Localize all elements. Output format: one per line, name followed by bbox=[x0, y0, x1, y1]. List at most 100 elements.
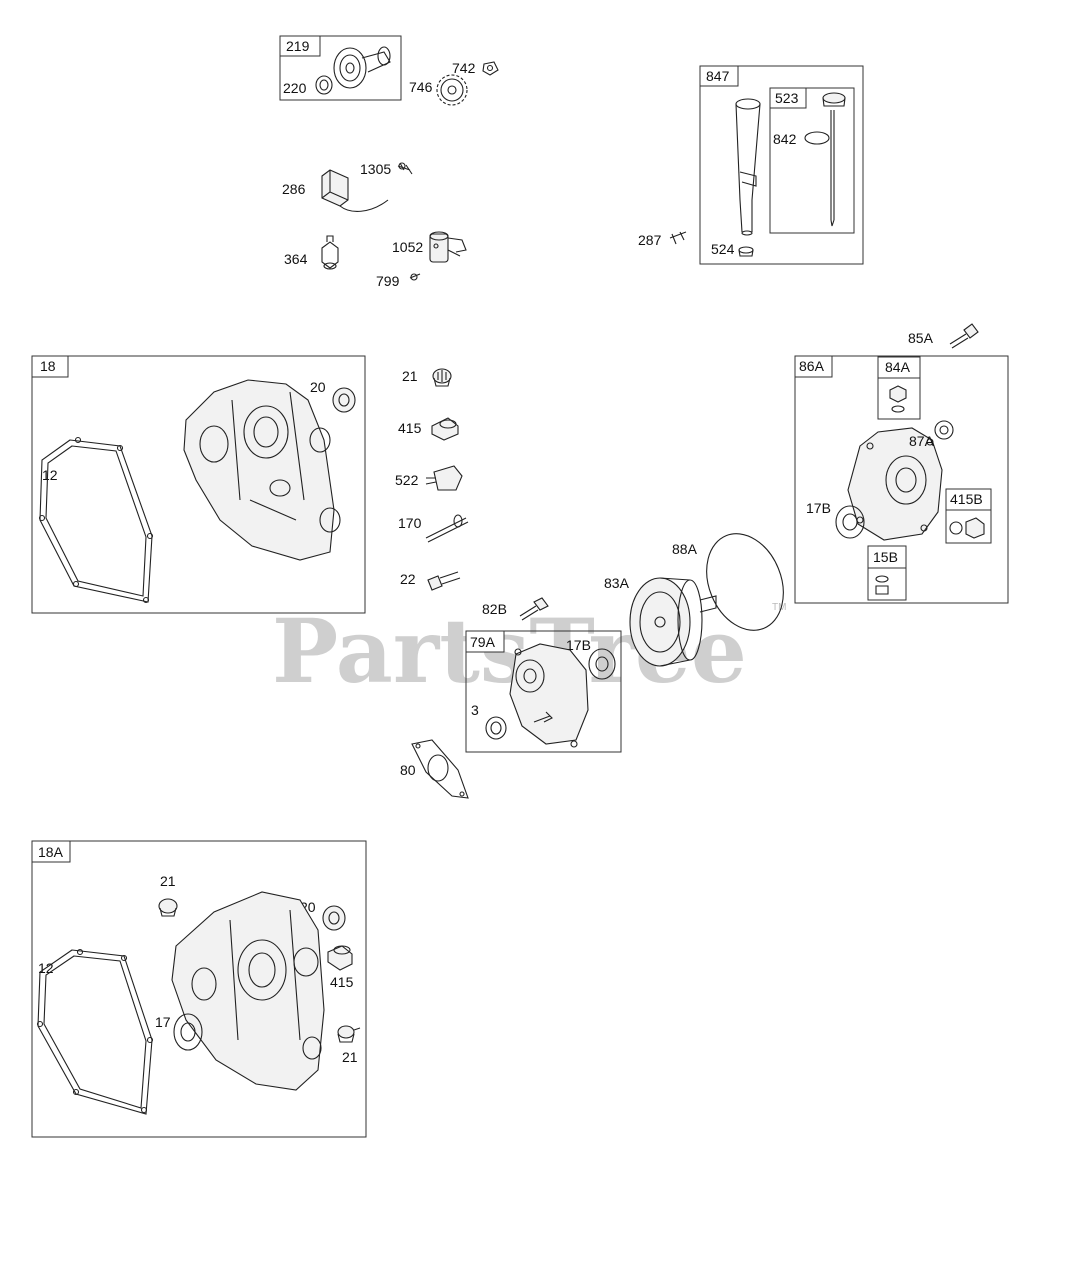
label-170: 170 bbox=[398, 515, 422, 531]
part-88A-gasket-ring[interactable] bbox=[693, 522, 797, 642]
part-3-seal[interactable] bbox=[485, 716, 507, 740]
box-79A-frame bbox=[465, 630, 622, 753]
part-80-gasket[interactable] bbox=[411, 739, 469, 799]
label-799: 799 bbox=[376, 273, 400, 289]
part-20-seal-b[interactable] bbox=[322, 905, 346, 931]
label-286: 286 bbox=[282, 181, 306, 197]
label-22: 22 bbox=[400, 571, 416, 587]
box-86A-label: 86A bbox=[799, 358, 825, 374]
part-18-crankcase[interactable] bbox=[183, 379, 341, 561]
label-21-b: 21 bbox=[160, 873, 176, 889]
box-18-label: 18 bbox=[40, 358, 56, 374]
box-523-tag bbox=[769, 87, 807, 109]
label-85A: 85A bbox=[908, 330, 934, 346]
part-84A-plug[interactable] bbox=[889, 385, 907, 413]
part-82B-bolt[interactable] bbox=[519, 597, 549, 621]
part-79A-cover[interactable] bbox=[509, 643, 589, 748]
label-415-b: 415 bbox=[330, 974, 354, 990]
part-287-screw[interactable] bbox=[669, 231, 687, 245]
label-21-c: 21 bbox=[342, 1049, 358, 1065]
box-415B-tag bbox=[945, 488, 992, 511]
part-21-valve-c[interactable] bbox=[337, 1025, 361, 1043]
part-842-o-ring[interactable] bbox=[804, 131, 830, 145]
part-87A-seal[interactable] bbox=[934, 420, 954, 440]
box-219-frame bbox=[279, 35, 402, 101]
label-82B: 82B bbox=[482, 601, 507, 617]
part-219-gear[interactable] bbox=[333, 46, 391, 89]
group-219[interactable]: 219 220 bbox=[279, 35, 402, 101]
label-1305: 1305 bbox=[360, 161, 391, 177]
part-85A-bolt[interactable] bbox=[949, 323, 979, 349]
part-20-seal-a[interactable] bbox=[332, 387, 356, 413]
part-524-grommet[interactable] bbox=[738, 246, 754, 257]
part-523-dipstick[interactable] bbox=[822, 92, 846, 227]
part-1305-screw[interactable] bbox=[397, 162, 413, 175]
part-22-bolt[interactable] bbox=[427, 571, 461, 591]
part-17-bearing[interactable] bbox=[173, 1013, 203, 1051]
part-18A-crankcase[interactable] bbox=[171, 891, 325, 1091]
box-15B-label: 15B bbox=[873, 549, 898, 565]
box-15B-tag bbox=[867, 545, 907, 569]
label-88A: 88A bbox=[672, 541, 698, 557]
box-219-tag bbox=[279, 35, 321, 57]
box-86A-tag bbox=[794, 355, 833, 378]
label-17: 17 bbox=[155, 1014, 171, 1030]
label-522: 522 bbox=[395, 472, 419, 488]
group-79A[interactable]: 79A 17B 3 bbox=[465, 630, 622, 753]
part-12-gasket-a[interactable] bbox=[38, 436, 154, 604]
part-17B-bearing-b[interactable] bbox=[588, 648, 616, 680]
part-415B-plug[interactable] bbox=[949, 517, 985, 539]
part-86A-cover[interactable] bbox=[847, 427, 943, 541]
part-746-gear[interactable] bbox=[436, 74, 468, 106]
label-220: 220 bbox=[283, 80, 307, 96]
box-847-label: 847 bbox=[706, 68, 730, 84]
box-18A-frame bbox=[31, 840, 367, 1138]
part-170-stud[interactable] bbox=[425, 514, 469, 543]
label-524: 524 bbox=[711, 241, 735, 257]
part-799-screw[interactable] bbox=[409, 273, 421, 281]
group-86A[interactable]: 86A 84A 87A 17B 415B bbox=[794, 355, 1009, 604]
part-17B-bearing-a[interactable] bbox=[835, 505, 865, 539]
label-287: 287 bbox=[638, 232, 662, 248]
box-18A-tag bbox=[31, 840, 71, 863]
watermark-trademark: TM bbox=[772, 602, 786, 613]
part-742-nut[interactable] bbox=[482, 61, 499, 76]
box-79A-tag bbox=[465, 630, 505, 653]
group-18[interactable]: 18 12 20 bbox=[31, 355, 366, 614]
box-847-tag bbox=[699, 65, 739, 87]
box-219-label: 219 bbox=[286, 38, 310, 54]
part-286-bracket[interactable] bbox=[321, 169, 389, 212]
label-20-a: 20 bbox=[310, 379, 326, 395]
part-847-dipstick-tube[interactable] bbox=[735, 98, 761, 236]
part-21-valve-b[interactable] bbox=[158, 898, 178, 917]
label-842: 842 bbox=[773, 131, 797, 147]
label-17B-b: 17B bbox=[566, 637, 591, 653]
part-415-plug-b[interactable] bbox=[327, 945, 353, 971]
part-15B-fitting[interactable] bbox=[875, 575, 889, 595]
part-83A-drum[interactable] bbox=[629, 577, 717, 667]
box-415B-label: 415B bbox=[950, 491, 983, 507]
label-12-a: 12 bbox=[42, 467, 58, 483]
box-523-frame bbox=[769, 87, 855, 234]
label-87A: 87A bbox=[909, 433, 935, 449]
box-18-tag bbox=[31, 355, 69, 378]
group-847[interactable]: 847 524 523 842 bbox=[699, 65, 864, 265]
part-220-washer[interactable] bbox=[315, 75, 333, 95]
box-86A-frame bbox=[794, 355, 1009, 604]
label-17B-a: 17B bbox=[806, 500, 831, 516]
part-522-switch[interactable] bbox=[425, 465, 463, 491]
label-83A: 83A bbox=[604, 575, 630, 591]
part-21-valve-a[interactable] bbox=[432, 368, 452, 387]
label-742: 742 bbox=[452, 60, 476, 76]
part-415-plug-a[interactable] bbox=[431, 417, 459, 441]
box-523-label: 523 bbox=[775, 90, 799, 106]
label-80: 80 bbox=[400, 762, 416, 778]
group-18A[interactable]: 18A 21 20 12 bbox=[31, 840, 367, 1138]
box-18A-label: 18A bbox=[38, 844, 64, 860]
part-364-sensor[interactable] bbox=[321, 235, 339, 270]
part-12-gasket-b[interactable] bbox=[36, 948, 154, 1115]
box-18-frame bbox=[31, 355, 366, 614]
part-1052-solenoid[interactable] bbox=[429, 231, 467, 263]
box-84A-label: 84A bbox=[885, 359, 911, 375]
